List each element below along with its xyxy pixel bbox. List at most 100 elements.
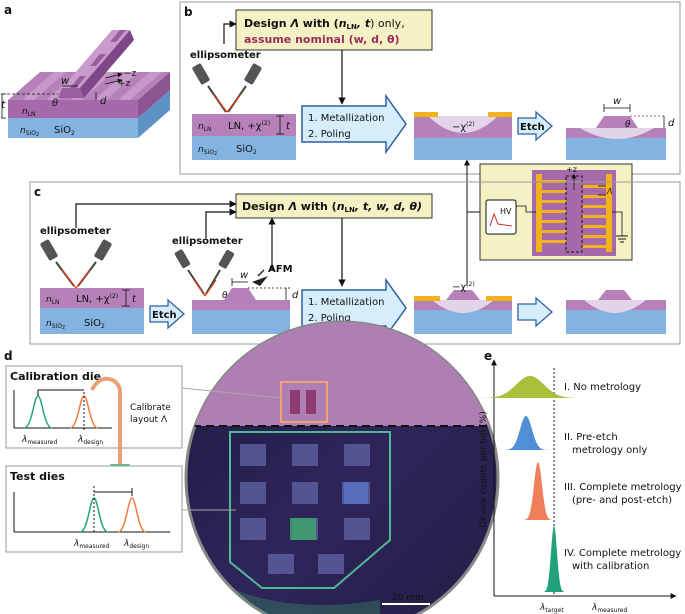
poled-region-b bbox=[428, 116, 498, 133]
e-x-measured: λmeasured bbox=[591, 603, 627, 614]
sio2-layer-c1 bbox=[40, 308, 144, 334]
final-arrow-c bbox=[517, 296, 553, 328]
panel-label-c: c bbox=[34, 185, 41, 199]
step2-b: 2. Poling bbox=[308, 129, 351, 140]
test-peak-design bbox=[117, 497, 147, 533]
sio2-b: SiO2 bbox=[236, 144, 257, 156]
label-sio2-a: SiO2 bbox=[54, 125, 75, 137]
nln-b: nLN bbox=[198, 122, 212, 133]
ellipsometer-icon-c2 bbox=[174, 249, 235, 297]
etch-arrow-c bbox=[149, 298, 185, 330]
poled-region-c4 bbox=[584, 300, 646, 313]
nsio2-c1: nSiO2 bbox=[46, 319, 65, 331]
distribution-1 bbox=[474, 376, 586, 398]
hv-lambda: Λ bbox=[606, 187, 612, 196]
electrode-left-c bbox=[414, 296, 440, 301]
calibration-die-box bbox=[5, 365, 183, 449]
etch-label-c: Etch bbox=[152, 310, 177, 321]
sio2-layer-b3 bbox=[566, 138, 666, 160]
design-text-b-line1: Design Λ with (nLN, t) only, bbox=[244, 17, 405, 31]
ridge-c3 bbox=[446, 290, 480, 300]
w-b: w bbox=[613, 96, 622, 107]
ellipsometer-icon-b bbox=[192, 63, 262, 113]
design-box-b bbox=[235, 9, 433, 51]
theta-b: θ bbox=[625, 120, 631, 130]
label-t-a: t bbox=[1, 98, 6, 111]
electrode-right-b bbox=[488, 112, 512, 117]
t-b: t bbox=[286, 121, 291, 132]
e-label-3b: (pre- and post-etch) bbox=[572, 495, 672, 506]
substrate-side bbox=[138, 90, 170, 138]
calib-lambda-design: λdesign bbox=[77, 435, 103, 446]
wafer-photo: 20 mm bbox=[184, 320, 500, 614]
design-text-c: Design Λ with (nLN, t, w, d, θ) bbox=[242, 200, 422, 214]
e-label-2b: metrology only bbox=[572, 445, 647, 456]
test-dies-title: Test dies bbox=[10, 470, 65, 483]
test-die-outline bbox=[229, 431, 391, 589]
nln-c1: nLN bbox=[46, 295, 60, 306]
poled-region-b3 bbox=[580, 128, 654, 139]
panel-label-b: b bbox=[184, 5, 193, 19]
step2-c: 2. Poling bbox=[308, 313, 351, 324]
panel-label-a: a bbox=[4, 3, 12, 17]
test-dies-box bbox=[5, 465, 183, 553]
ridge-side bbox=[80, 30, 134, 98]
ln-layer-c1 bbox=[40, 288, 144, 308]
afm-tip-icon bbox=[252, 276, 268, 286]
panel-c: c Design Λ with (nLN, t, w, d, θ) ellips… bbox=[29, 181, 681, 345]
ellipsometer-icon-c1 bbox=[40, 239, 112, 289]
sio2-layer-b2 bbox=[414, 138, 512, 160]
ridge-b3 bbox=[596, 116, 638, 128]
ridge-front bbox=[58, 88, 84, 98]
afm-label: AFM bbox=[268, 264, 293, 275]
sio2-layer-c4 bbox=[566, 310, 666, 334]
sio2-layer-b bbox=[192, 136, 296, 160]
hv-label: HV bbox=[500, 207, 512, 216]
e-label-3a: III. Complete metrology bbox=[564, 482, 682, 493]
e-label-1a: I. No metrology bbox=[564, 382, 641, 393]
d-b: d bbox=[668, 118, 675, 129]
e-label-4b: with calibration bbox=[572, 561, 649, 572]
hv-source-icon bbox=[485, 199, 517, 235]
calibrate-text-1: Calibrate bbox=[130, 403, 171, 413]
panel-label-d: d bbox=[4, 349, 13, 363]
panel-d: d 20 mm bbox=[4, 320, 500, 614]
hv-plus-z: +z bbox=[566, 165, 577, 174]
minus-chi-b: −χ(2) bbox=[452, 121, 475, 133]
design-text-b-line2: assume nominal (w, d, θ) bbox=[244, 33, 400, 46]
e-label-2a: II. Pre-etch bbox=[564, 432, 618, 443]
t-c1: t bbox=[132, 294, 137, 305]
ellipsometer-label-c2: ellipsometer bbox=[172, 236, 243, 247]
label-nln-a: nLN bbox=[22, 107, 36, 118]
ridge-c2 bbox=[224, 288, 256, 300]
ln-chi-c1: LN, +χ(2) bbox=[76, 293, 118, 305]
distribution-3 bbox=[522, 462, 554, 520]
minus-chi-c: −χ(2) bbox=[452, 281, 475, 293]
panel-b-frame bbox=[179, 1, 681, 175]
theta-c2: θ bbox=[222, 291, 228, 301]
substrate-front bbox=[8, 118, 138, 138]
ellipsometer-label-c1: ellipsometer bbox=[40, 226, 111, 237]
label-theta-a: θ bbox=[52, 98, 58, 109]
label-minus-z-a: −z bbox=[124, 69, 137, 79]
ridge-c4 bbox=[598, 290, 632, 300]
electrode-left-b bbox=[414, 112, 438, 117]
test-lambda-measured: λmeasured bbox=[73, 539, 109, 550]
step1-b: 1. Metallization bbox=[308, 113, 384, 124]
ln-chi-b: LN, +χ(2) bbox=[228, 120, 270, 132]
calib-lambda-measured: λmeasured bbox=[21, 435, 57, 446]
etch-label-b: Etch bbox=[520, 122, 545, 133]
distribution-4 bbox=[542, 526, 566, 592]
label-d-a: d bbox=[100, 96, 107, 107]
e-label-4a: IV. Complete metrology bbox=[564, 548, 681, 559]
panel-label-e: e bbox=[484, 349, 492, 363]
panel-b: b Design Λ with (nLN, t) only, assume no… bbox=[179, 1, 681, 175]
ln-layer-b bbox=[192, 114, 296, 136]
design-box-c bbox=[235, 193, 433, 219]
test-lambda-design: λdesign bbox=[123, 539, 149, 550]
w-c2: w bbox=[240, 270, 249, 281]
hv-inset: HV +z Λ bbox=[464, 159, 633, 286]
nsio2-b: nSiO2 bbox=[198, 145, 217, 157]
e-ylabel: Device counts per bin (%) bbox=[479, 411, 489, 528]
